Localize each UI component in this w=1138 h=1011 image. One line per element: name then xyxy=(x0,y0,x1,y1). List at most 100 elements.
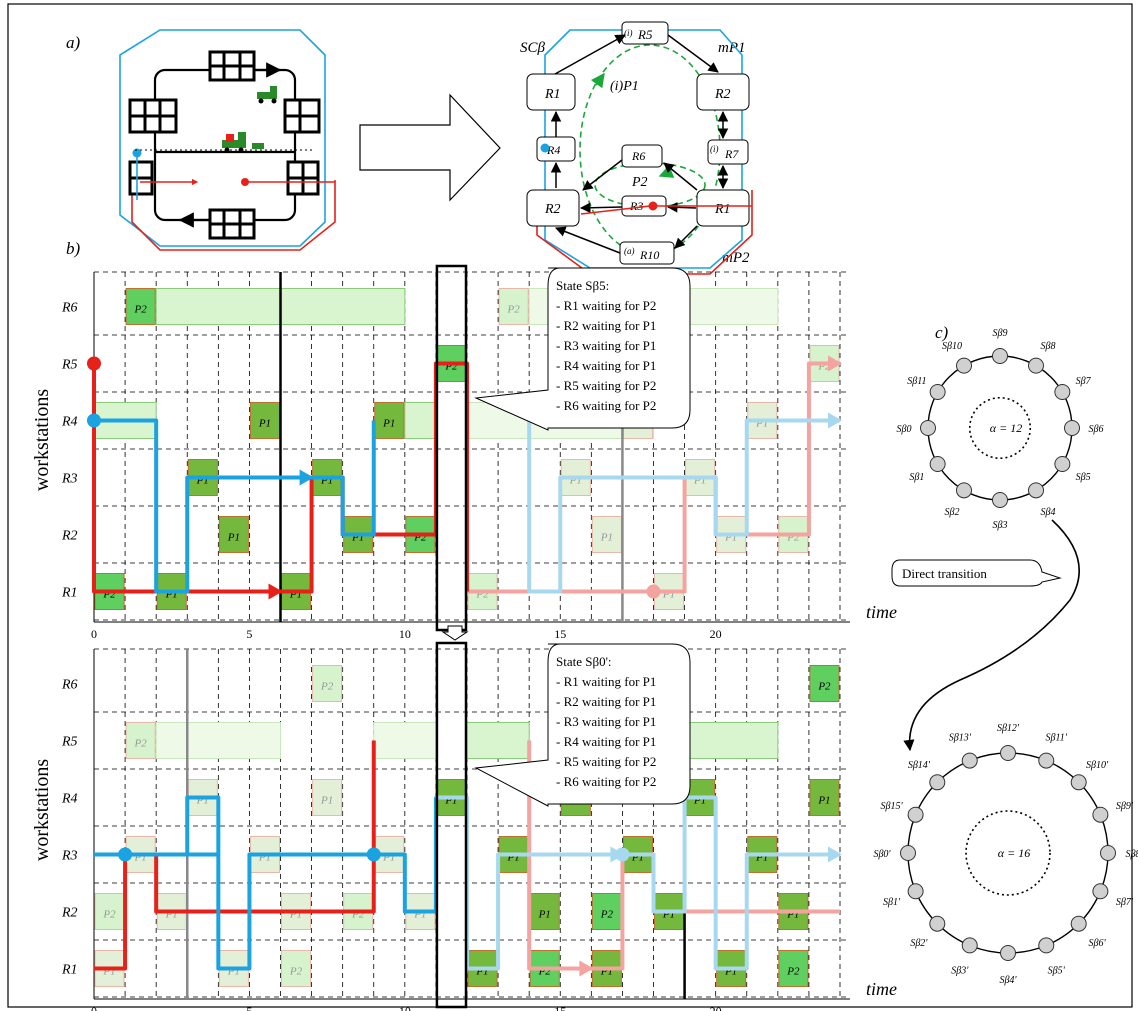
panel-label-c: c) xyxy=(935,323,949,342)
wait-bar xyxy=(373,722,437,759)
callout-line: - R1 waiting for P2 xyxy=(556,298,656,313)
operation-label: P1 xyxy=(382,418,395,430)
callout-line: - R6 waiting for P2 xyxy=(556,398,656,413)
state-node xyxy=(961,752,978,769)
state-node xyxy=(1092,806,1109,823)
state-node xyxy=(992,492,1008,508)
down-arrow-icon xyxy=(441,625,469,641)
node-r6: R6 xyxy=(631,149,645,163)
node-r10-prefix: (a) xyxy=(624,246,635,256)
wait-bar xyxy=(155,722,282,759)
operation-label: P2 xyxy=(507,304,521,316)
operation-label: P1 xyxy=(258,418,271,430)
operation-block xyxy=(498,288,529,325)
state-node xyxy=(992,348,1008,364)
node-r7-prefix: (i) xyxy=(710,144,719,154)
series-start-dot xyxy=(87,356,101,371)
series-line-faded xyxy=(527,418,840,594)
ylabel-bottom: workstations xyxy=(31,759,53,861)
row-label: R6 xyxy=(61,678,78,693)
callout-top: State Sβ5:- R1 waiting for P2- R2 waitin… xyxy=(474,267,691,431)
row-label: R3 xyxy=(61,472,78,487)
state-label: Sβ7' xyxy=(1116,897,1134,908)
sc-label: SCβ xyxy=(520,40,546,56)
alpha-label: α = 16 xyxy=(998,846,1030,860)
x-tick-label: 15 xyxy=(554,1004,566,1011)
state-label: Sβ1 xyxy=(909,472,924,483)
state-node xyxy=(907,883,924,900)
operation-block xyxy=(809,665,840,702)
state-label: Sβ11 xyxy=(907,376,926,387)
highlight-box xyxy=(435,264,468,632)
node-r7: R7 xyxy=(724,147,739,161)
p1-cycle-label: (i)P1 xyxy=(610,79,639,94)
state-label: Sβ2' xyxy=(910,938,928,949)
state-label: Sβ6 xyxy=(1089,424,1104,435)
node-r2-top: R2 xyxy=(714,87,731,102)
node-r4: R4 xyxy=(546,143,560,157)
state-node xyxy=(961,937,978,954)
operation-block xyxy=(809,779,840,816)
state-node xyxy=(907,806,924,823)
row-label: R1 xyxy=(61,963,78,978)
state-node xyxy=(929,915,946,932)
operation-label: P1 xyxy=(817,795,830,807)
xlabel-top: time xyxy=(866,602,897,622)
state-label: Sβ0 xyxy=(897,424,912,435)
row-label: R2 xyxy=(61,906,78,921)
state-cycle-top: Sβ0Sβ1Sβ2Sβ3Sβ4Sβ5Sβ6Sβ7Sβ8Sβ9Sβ10Sβ11α … xyxy=(897,328,1104,531)
panel-a-layout: a) xyxy=(66,29,336,251)
highlight-box xyxy=(435,641,468,1009)
state-label: Sβ4 xyxy=(1041,507,1056,518)
state-node xyxy=(956,357,972,374)
state-node xyxy=(1092,883,1109,900)
callout-line: - R1 waiting for P1 xyxy=(556,674,656,689)
state-label: Sβ3' xyxy=(951,965,969,976)
operation-block xyxy=(218,516,249,553)
wait-bar xyxy=(466,722,530,759)
panel-a-graph: SCβ mP1 mP2 (i)P1 P2 R1 R2 (i) R5 xyxy=(520,21,753,275)
row-label: R5 xyxy=(61,358,78,373)
row-label: R4 xyxy=(61,415,78,430)
state-label: Sβ12' xyxy=(997,723,1020,734)
callout-line: - R6 waiting for P2 xyxy=(556,774,656,789)
x-tick-label: 20 xyxy=(710,627,722,641)
series-arrow xyxy=(579,960,594,977)
state-label: Sβ0' xyxy=(873,849,891,860)
callout-line: - R2 waiting for P1 xyxy=(556,318,656,333)
series-arrow xyxy=(828,355,842,372)
operation-block xyxy=(125,288,156,325)
state-label: Sβ4' xyxy=(999,975,1017,986)
series-line xyxy=(94,418,376,594)
operation-label: P1 xyxy=(320,795,333,807)
series-start-dot xyxy=(118,847,133,862)
node-r2-bottom: R2 xyxy=(544,202,561,217)
operation-label: P2 xyxy=(320,681,334,693)
x-tick-label: 0 xyxy=(91,627,97,641)
ylabel-top: workstations xyxy=(31,389,53,491)
state-node xyxy=(1028,357,1044,374)
series-start-dot xyxy=(87,413,101,428)
state-cycle-bottom: Sβ0'Sβ1'Sβ2'Sβ3'Sβ4'Sβ5'Sβ6'Sβ7'Sβ8'Sβ9'… xyxy=(873,723,1138,986)
direct-transition: Direct transition xyxy=(891,519,1080,752)
state-label: Sβ10 xyxy=(942,341,962,352)
state-node xyxy=(1054,456,1071,472)
state-label: Sβ15' xyxy=(881,801,904,812)
x-tick-label: 5 xyxy=(246,627,252,641)
transform-arrow-icon xyxy=(359,93,501,202)
operation-block xyxy=(312,779,343,816)
state-node xyxy=(1100,845,1116,861)
operation-label: P1 xyxy=(227,532,240,544)
state-label: Sβ3 xyxy=(993,520,1008,531)
panel-label-a: a) xyxy=(66,33,81,52)
state-node xyxy=(1028,482,1044,499)
series-arrow xyxy=(828,412,842,429)
row-label: R6 xyxy=(61,301,78,316)
operation-block xyxy=(125,722,156,759)
state-label: Sβ7 xyxy=(1076,376,1092,387)
panel-label-b: b) xyxy=(66,239,81,258)
series-arrow xyxy=(610,846,625,863)
operation-block xyxy=(94,893,125,930)
state-label: Sβ13' xyxy=(949,733,972,744)
